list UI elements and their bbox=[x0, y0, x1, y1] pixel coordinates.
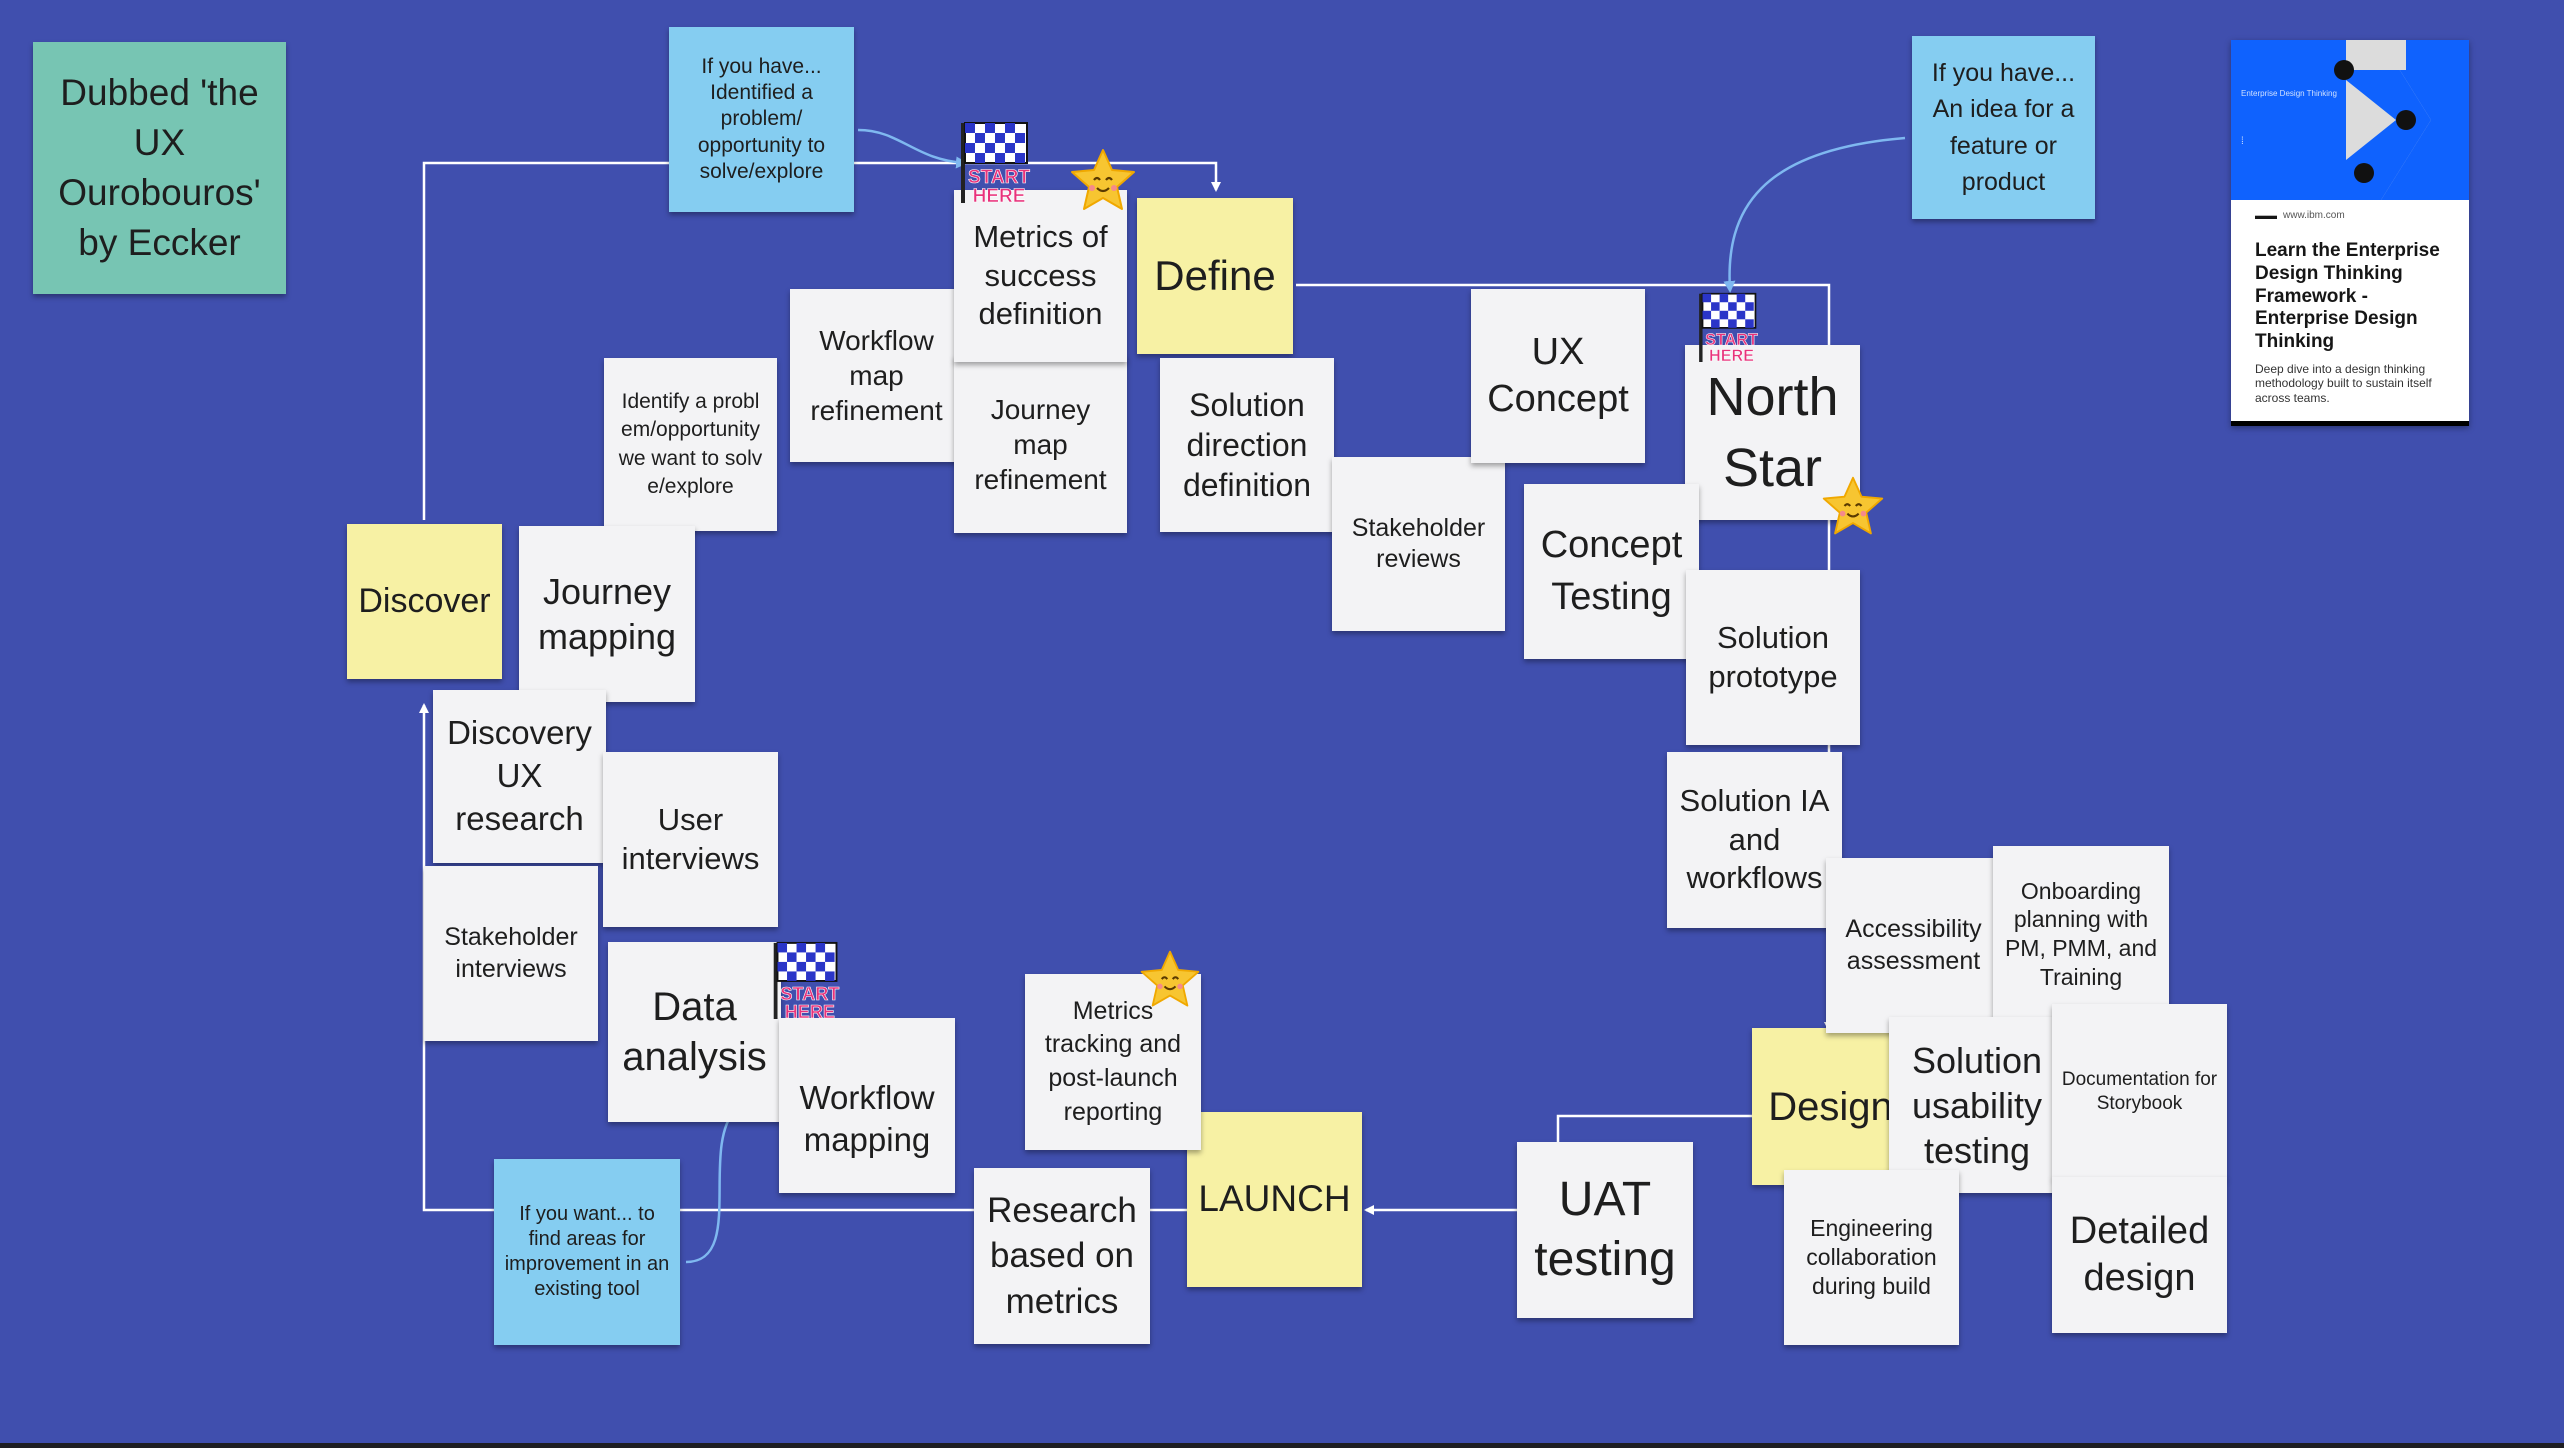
link-preview-card[interactable]: Enterprise Design Thinking ⁞ ▬▬ www.ibm.… bbox=[2231, 40, 2469, 426]
smiling-star-icon bbox=[1068, 146, 1138, 221]
note-user-interviews[interactable]: User interviews bbox=[603, 752, 778, 927]
note-discovery-research[interactable]: Discovery UX research bbox=[433, 690, 606, 863]
note-engineering[interactable]: Engineering collaboration during build bbox=[1784, 1170, 1959, 1345]
note-research-metrics[interactable]: Research based on metrics bbox=[974, 1168, 1150, 1344]
note-stakeholder-interviews[interactable]: Stakeholder interviews bbox=[424, 866, 598, 1041]
note-identify-problem-text: Identify a problem/opportunity we want t… bbox=[618, 389, 763, 498]
start-here-line1: START bbox=[1705, 331, 1758, 349]
note-onboarding[interactable]: Onboarding planning with PM, PMM, and Tr… bbox=[1993, 846, 2169, 1022]
note-solution-ia-text: Solution IA and workflows bbox=[1679, 782, 1830, 896]
ibm-logo-icon: ▬▬ bbox=[2255, 210, 2277, 222]
smiling-star-icon bbox=[1138, 948, 1202, 1017]
thumb-title: Enterprise Design Thinking bbox=[2241, 89, 2337, 98]
note-onboarding-text: Onboarding planning with PM, PMM, and Tr… bbox=[2004, 877, 2158, 990]
note-data-analysis-text: Data analysis bbox=[622, 985, 767, 1079]
note-metrics-definition[interactable]: Metrics of success definition bbox=[954, 190, 1127, 362]
note-detailed-design-text: Detailed design bbox=[2069, 1209, 2210, 1300]
prompt-problem-text: If you have... Identified a problem/ opp… bbox=[697, 54, 826, 183]
prompt-arrow-idea bbox=[1723, 136, 1906, 293]
start-here-line2: HERE bbox=[1709, 347, 1754, 365]
note-workflow-map-refinement-text: Workflow map refinement bbox=[810, 325, 943, 426]
note-workflow-mapping-text: Workflow mapping bbox=[799, 1079, 935, 1158]
note-solution-usability-text: Solution usability testing bbox=[1911, 1039, 2043, 1171]
note-journey-mapping[interactable]: Journey mapping bbox=[519, 526, 695, 702]
attribution-text: Dubbed 'the UX Ourobouros' by Eccker bbox=[58, 72, 261, 263]
prompt-improve-text: If you want... to find areas for improve… bbox=[504, 1203, 670, 1300]
note-stakeholder-interviews-text: Stakeholder interviews bbox=[444, 923, 578, 983]
note-stakeholder-reviews[interactable]: Stakeholder reviews bbox=[1332, 457, 1505, 631]
note-data-analysis[interactable]: Data analysis bbox=[608, 942, 781, 1122]
note-metrics-tracking-text: Metrics tracking and post-launch reporti… bbox=[1044, 996, 1182, 1126]
note-discovery-research-text: Discovery UX research bbox=[447, 714, 592, 837]
link-preview-title[interactable]: Learn the Enterprise Design Thinking Fra… bbox=[2255, 240, 2440, 353]
prompt-arrow-problem bbox=[857, 128, 968, 169]
note-journey-map-refinement-text: Journey map refinement bbox=[974, 394, 1107, 495]
note-documentation-text: Documentation for Storybook bbox=[2061, 1068, 2218, 1114]
prompt-note-improve[interactable]: If you want... to find areas for improve… bbox=[494, 1159, 680, 1345]
note-ux-concept[interactable]: UX Concept bbox=[1471, 289, 1645, 463]
note-journey-mapping-text: Journey mapping bbox=[537, 571, 677, 657]
link-preview-thumbnail: Enterprise Design Thinking ⁞ bbox=[2231, 40, 2469, 200]
note-solution-usability[interactable]: Solution usability testing bbox=[1889, 1017, 2065, 1193]
prompt-note-problem[interactable]: If you have... Identified a problem/ opp… bbox=[669, 27, 854, 212]
phase-discover[interactable]: Discover bbox=[347, 524, 502, 679]
note-accessibility-text: Accessibility assessment bbox=[1845, 915, 1982, 975]
prompt-idea-text: If you have... An idea for a feature or … bbox=[1931, 59, 2076, 196]
note-documentation[interactable]: Documentation for Storybook bbox=[2052, 1004, 2227, 1179]
svg-text:⁞: ⁞ bbox=[2241, 136, 2244, 147]
phase-design-label: Design bbox=[1768, 1084, 1893, 1129]
link-preview-domain: www.ibm.com bbox=[2283, 210, 2345, 221]
phase-design[interactable]: Design bbox=[1752, 1028, 1909, 1185]
note-identify-problem[interactable]: Identify a problem/opportunity we want t… bbox=[604, 358, 777, 531]
note-workflow-map-refinement[interactable]: Workflow map refinement bbox=[790, 289, 963, 462]
note-solution-ia[interactable]: Solution IA and workflows bbox=[1667, 752, 1842, 928]
start-here-flag-icon: START HERE bbox=[955, 117, 1037, 212]
phase-discover-label: Discover bbox=[358, 582, 491, 621]
phase-launch[interactable]: LAUNCH bbox=[1187, 1112, 1362, 1287]
note-user-interviews-text: User interviews bbox=[621, 801, 760, 876]
note-journey-map-refinement[interactable]: Journey map refinement bbox=[954, 356, 1127, 533]
note-concept-testing[interactable]: Concept Testing bbox=[1524, 484, 1699, 659]
note-north-star-text: North Star bbox=[1706, 367, 1839, 498]
note-accessibility[interactable]: Accessibility assessment bbox=[1826, 858, 2001, 1033]
start-here-line2: HERE bbox=[785, 1002, 835, 1022]
smiling-star-icon bbox=[1820, 474, 1886, 545]
phase-define-label: Define bbox=[1154, 251, 1276, 299]
start-here-flag-icon: START HERE bbox=[768, 937, 846, 1028]
note-solution-direction[interactable]: Solution direction definition bbox=[1160, 358, 1334, 532]
note-research-metrics-text: Research based on metrics bbox=[987, 1190, 1137, 1321]
note-concept-testing-text: Concept Testing bbox=[1540, 524, 1683, 618]
note-solution-prototype[interactable]: Solution prototype bbox=[1686, 570, 1860, 745]
attribution-note[interactable]: Dubbed 'the UX Ourobouros' by Eccker bbox=[33, 42, 286, 294]
note-solution-prototype-text: Solution prototype bbox=[1708, 619, 1838, 694]
note-uat-testing-text: UAT testing bbox=[1534, 1173, 1676, 1286]
link-preview-description: Deep dive into a design thinking methodo… bbox=[2255, 362, 2432, 405]
link-preview-footer-bar bbox=[2231, 421, 2469, 426]
note-north-star[interactable]: North Star bbox=[1685, 345, 1860, 520]
phase-define[interactable]: Define bbox=[1137, 198, 1293, 354]
note-metrics-definition-text: Metrics of success definition bbox=[973, 218, 1108, 332]
start-here-flag-icon: START HERE bbox=[1694, 287, 1764, 372]
start-here-line1: START bbox=[780, 984, 839, 1004]
prompt-note-idea[interactable]: If you have... An idea for a feature or … bbox=[1912, 36, 2095, 219]
start-here-line1: START bbox=[968, 167, 1030, 188]
note-workflow-mapping[interactable]: Workflow mapping bbox=[779, 1018, 955, 1193]
note-metrics-tracking[interactable]: Metrics tracking and post-launch reporti… bbox=[1025, 974, 1201, 1150]
phase-launch-label: LAUNCH bbox=[1198, 1178, 1351, 1220]
note-ux-concept-text: UX Concept bbox=[1487, 330, 1629, 421]
note-engineering-text: Engineering collaboration during build bbox=[1806, 1215, 1937, 1299]
note-uat-testing[interactable]: UAT testing bbox=[1517, 1142, 1693, 1318]
note-solution-direction-text: Solution direction definition bbox=[1182, 387, 1312, 503]
note-stakeholder-reviews-text: Stakeholder reviews bbox=[1351, 513, 1486, 573]
start-here-line2: HERE bbox=[973, 186, 1026, 207]
note-detailed-design[interactable]: Detailed design bbox=[2052, 1177, 2227, 1333]
